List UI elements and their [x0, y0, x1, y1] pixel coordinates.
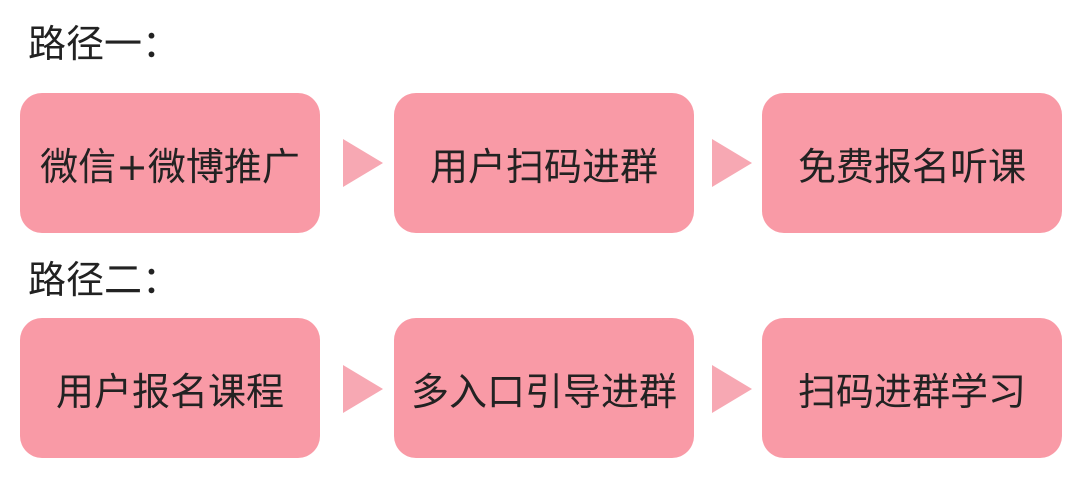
path-2-label: 路径二： [28, 258, 181, 302]
path-2-step-3-box: 扫码进群学习 [762, 318, 1062, 458]
path-1-step-1-box: 微信+微博推广 [20, 93, 320, 233]
path-1-step-3-box: 免费报名听课 [762, 93, 1062, 233]
path-2-step-1-box: 用户报名课程 [20, 318, 320, 458]
path-1-label: 路径一： [28, 22, 181, 66]
arrow-right-icon [712, 139, 752, 187]
path-1-step-2-box: 用户扫码进群 [394, 93, 694, 233]
arrow-right-icon [343, 139, 383, 187]
path-2-step-2-box: 多入口引导进群 [394, 318, 694, 458]
arrow-right-icon [343, 365, 383, 413]
arrow-right-icon [712, 365, 752, 413]
